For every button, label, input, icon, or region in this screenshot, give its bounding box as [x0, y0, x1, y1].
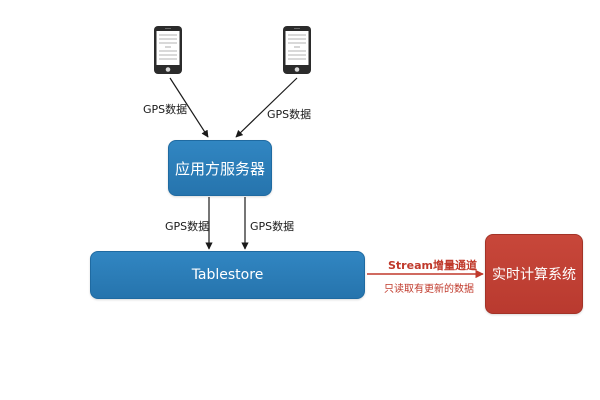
- node-app-server: 应用方服务器: [168, 140, 272, 196]
- edge-phone-left-to-server: [169, 77, 209, 138]
- edge-label-phone-left: GPS数据: [143, 103, 188, 116]
- edge-phone-right-to-server: [235, 77, 298, 138]
- node-tablestore: Tablestore: [90, 251, 365, 299]
- node-realtime-system: 实时计算系统: [485, 234, 583, 314]
- smartphone-icon: [282, 25, 312, 75]
- stream-channel-subtitle: 只读取有更新的数据: [384, 284, 474, 295]
- edge-label-server-right: GPS数据: [250, 220, 295, 233]
- smartphone-icon: [153, 25, 183, 75]
- stream-channel-title: Stream增量通道: [388, 259, 477, 272]
- edge-label-server-left: GPS数据: [165, 220, 210, 233]
- edge-label-phone-right: GPS数据: [267, 108, 312, 121]
